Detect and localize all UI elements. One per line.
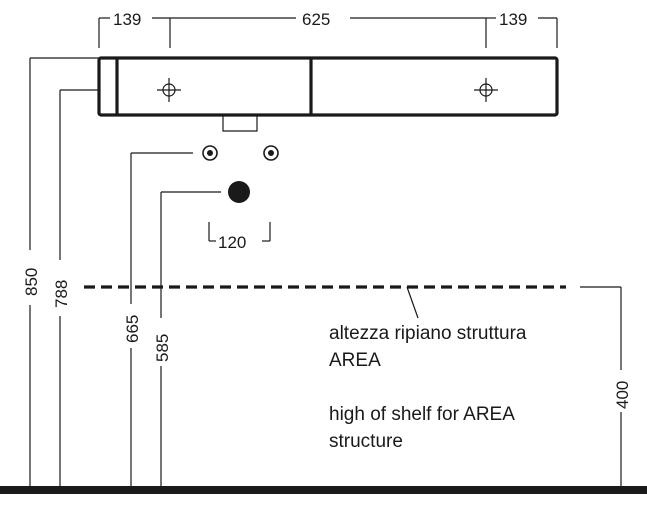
dim-height-850: 850	[22, 268, 41, 296]
label-english-line1: high of shelf for AREA	[329, 404, 515, 425]
dim-height-665: 665	[123, 315, 142, 343]
washbasin-outline	[97, 56, 559, 117]
label-italian-line2: AREA	[329, 350, 381, 371]
dim-top-right: 139	[499, 10, 527, 29]
waste-outlet-icon	[228, 181, 250, 203]
dim-height-788: 788	[52, 280, 71, 308]
faucet-hole-left-icon	[157, 78, 181, 102]
height-850-line	[29, 57, 99, 486]
dim-height-585: 585	[153, 334, 172, 362]
dim-top-center: 625	[302, 10, 330, 29]
top-dimension-line	[98, 17, 558, 48]
dim-shelf-height: 400	[613, 381, 632, 409]
water-supply-right-icon	[263, 145, 279, 161]
height-788-line	[59, 89, 99, 486]
height-665-line	[130, 152, 193, 486]
pipe-spacing-dimension	[208, 222, 271, 242]
faucet-hole-right-icon	[474, 78, 498, 102]
shelf-height-line	[580, 286, 622, 486]
dim-pipe-spacing: 120	[218, 233, 246, 252]
label-english-line2: structure	[329, 431, 403, 452]
drain-outlet	[222, 115, 258, 132]
floor-line	[0, 486, 647, 494]
water-supply-left-icon	[202, 145, 218, 161]
shelf-leader-line	[406, 286, 419, 319]
dim-top-left: 139	[113, 10, 141, 29]
height-585-line	[160, 191, 221, 486]
label-italian-line1: altezza ripiano struttura	[329, 323, 527, 344]
